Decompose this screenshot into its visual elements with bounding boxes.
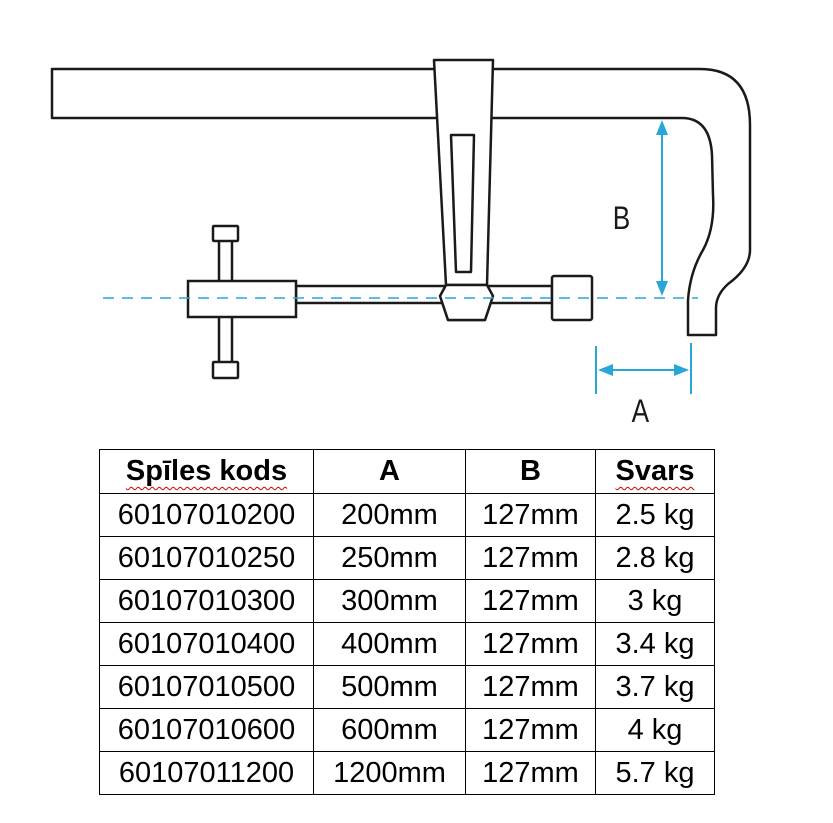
- dimension-b-arrow-top: [656, 120, 668, 135]
- cell-weight: 2.8 kg: [595, 536, 715, 580]
- cell-weight: 4 kg: [595, 708, 715, 752]
- cell-weight: 3.4 kg: [595, 622, 715, 666]
- spec-table: Spīles kods A B Svars 60107010200 200mm …: [99, 449, 715, 795]
- table-row: 60107010200 200mm 127mm 2.5 kg: [99, 493, 715, 537]
- header-code: Spīles kods: [99, 449, 314, 494]
- cell-b: 127mm: [465, 622, 596, 666]
- screw-spindle: [294, 284, 554, 305]
- clamp-diagram: B A: [50, 58, 752, 430]
- cell-a: 250mm: [313, 536, 466, 580]
- cell-code: 60107010400: [99, 622, 314, 666]
- dimension-a-label: A: [632, 395, 650, 430]
- clamp-rail: [50, 67, 752, 337]
- cell-a: 300mm: [313, 579, 466, 623]
- table-row: 60107010300 300mm 127mm 3 kg: [99, 579, 715, 623]
- table-header-row: Spīles kods A B Svars: [99, 449, 715, 494]
- cell-a: 500mm: [313, 665, 466, 709]
- table-row: 60107010250 250mm 127mm 2.8 kg: [99, 536, 715, 580]
- cell-code: 60107010200: [99, 493, 314, 537]
- cell-b: 127mm: [465, 536, 596, 580]
- header-a: A: [313, 449, 466, 494]
- cell-code: 60107011200: [99, 751, 314, 795]
- cell-b: 127mm: [465, 579, 596, 623]
- header-code-label: Spīles kods: [125, 455, 288, 487]
- cell-a: 200mm: [313, 493, 466, 537]
- table-row: 60107010500 500mm 127mm 3.7 kg: [99, 665, 715, 709]
- table-row: 60107010600 600mm 127mm 4 kg: [99, 708, 715, 752]
- header-b: B: [465, 449, 596, 494]
- cell-b: 127mm: [465, 665, 596, 709]
- table-row: 60107010400 400mm 127mm 3.4 kg: [99, 622, 715, 666]
- header-weight: Svars: [595, 449, 715, 494]
- cell-code: 60107010300: [99, 579, 314, 623]
- cell-code: 60107010250: [99, 536, 314, 580]
- handle-body: [186, 279, 298, 319]
- cell-weight: 2.5 kg: [595, 493, 715, 537]
- swivel-pad: [550, 274, 594, 322]
- header-weight-label: Svars: [615, 455, 695, 487]
- table-row: 60107011200 1200mm 127mm 5.7 kg: [99, 751, 715, 795]
- dimension-b-label: B: [613, 202, 631, 237]
- clamp-arm-collar-front: [438, 283, 495, 322]
- handle-cap-top: [211, 224, 240, 243]
- cell-b: 127mm: [465, 493, 596, 537]
- handle-cap-bottom: [211, 360, 240, 380]
- cell-code: 60107010600: [99, 708, 314, 752]
- cell-a: 1200mm: [313, 751, 466, 795]
- dimension-b-arrow-bottom: [656, 281, 668, 296]
- cell-weight: 3.7 kg: [595, 665, 715, 709]
- clamp-arm-slot: [449, 133, 476, 274]
- cell-weight: 5.7 kg: [595, 751, 715, 795]
- cell-b: 127mm: [465, 708, 596, 752]
- cell-a: 400mm: [313, 622, 466, 666]
- cell-code: 60107010500: [99, 665, 314, 709]
- cell-a: 600mm: [313, 708, 466, 752]
- cell-weight: 3 kg: [595, 579, 715, 623]
- cell-b: 127mm: [465, 751, 596, 795]
- dimension-a-arrow-left: [598, 364, 613, 376]
- dimension-a-arrow-right: [674, 364, 689, 376]
